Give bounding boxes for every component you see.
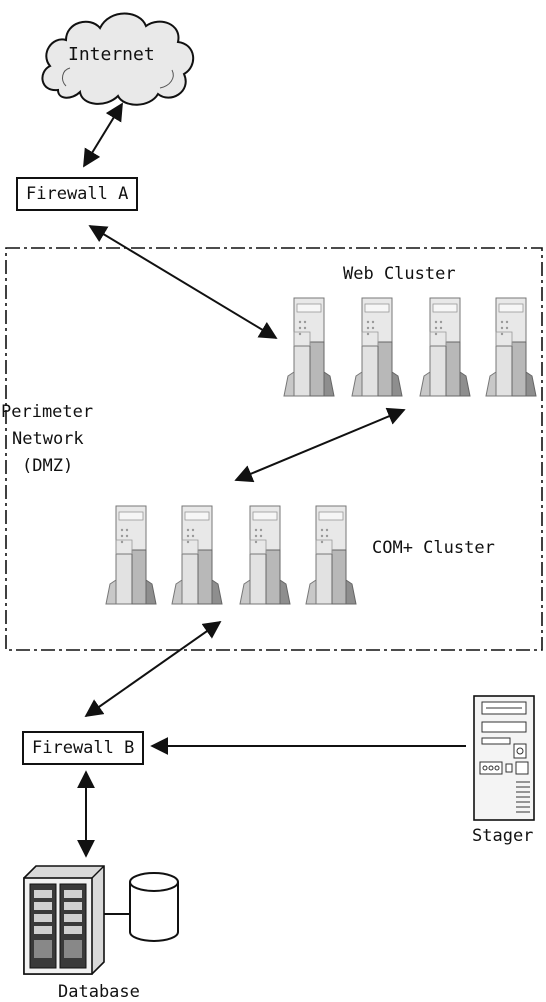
web-com-arrow bbox=[234, 407, 406, 483]
web-server-icon bbox=[485, 297, 537, 397]
com-cluster-servers bbox=[105, 505, 357, 605]
database-cylinder-icon bbox=[129, 872, 179, 942]
com-firewall-b-arrow bbox=[84, 620, 222, 718]
perimeter-network-label-line1: Perimeter bbox=[1, 402, 94, 422]
firewall-a-box: Firewall A bbox=[16, 177, 139, 211]
firewall-a-web-arrow bbox=[88, 225, 278, 339]
com-server-icon bbox=[105, 505, 157, 605]
web-server-icon bbox=[351, 297, 403, 397]
firewall-b-box: Firewall B bbox=[22, 731, 145, 765]
web-cluster-label: Web Cluster bbox=[343, 264, 456, 284]
web-server-icon bbox=[283, 297, 335, 397]
web-server-icon bbox=[419, 297, 471, 397]
com-server-icon bbox=[305, 505, 357, 605]
database-label: Database bbox=[58, 982, 140, 1002]
web-cluster-servers bbox=[283, 297, 537, 397]
dmz-boundary bbox=[5, 247, 543, 651]
stager-server-icon bbox=[473, 695, 535, 821]
internet-label: Internet bbox=[68, 44, 155, 65]
perimeter-network-label-line3: (DMZ) bbox=[22, 456, 74, 476]
database-server-icon bbox=[23, 865, 105, 975]
com-cluster-label: COM+ Cluster bbox=[372, 538, 495, 558]
com-server-icon bbox=[171, 505, 223, 605]
com-server-icon bbox=[239, 505, 291, 605]
perimeter-network-label-line2: Network bbox=[12, 429, 84, 449]
internet-firewall-a-arrow bbox=[83, 102, 123, 168]
stager-label: Stager bbox=[472, 826, 534, 846]
